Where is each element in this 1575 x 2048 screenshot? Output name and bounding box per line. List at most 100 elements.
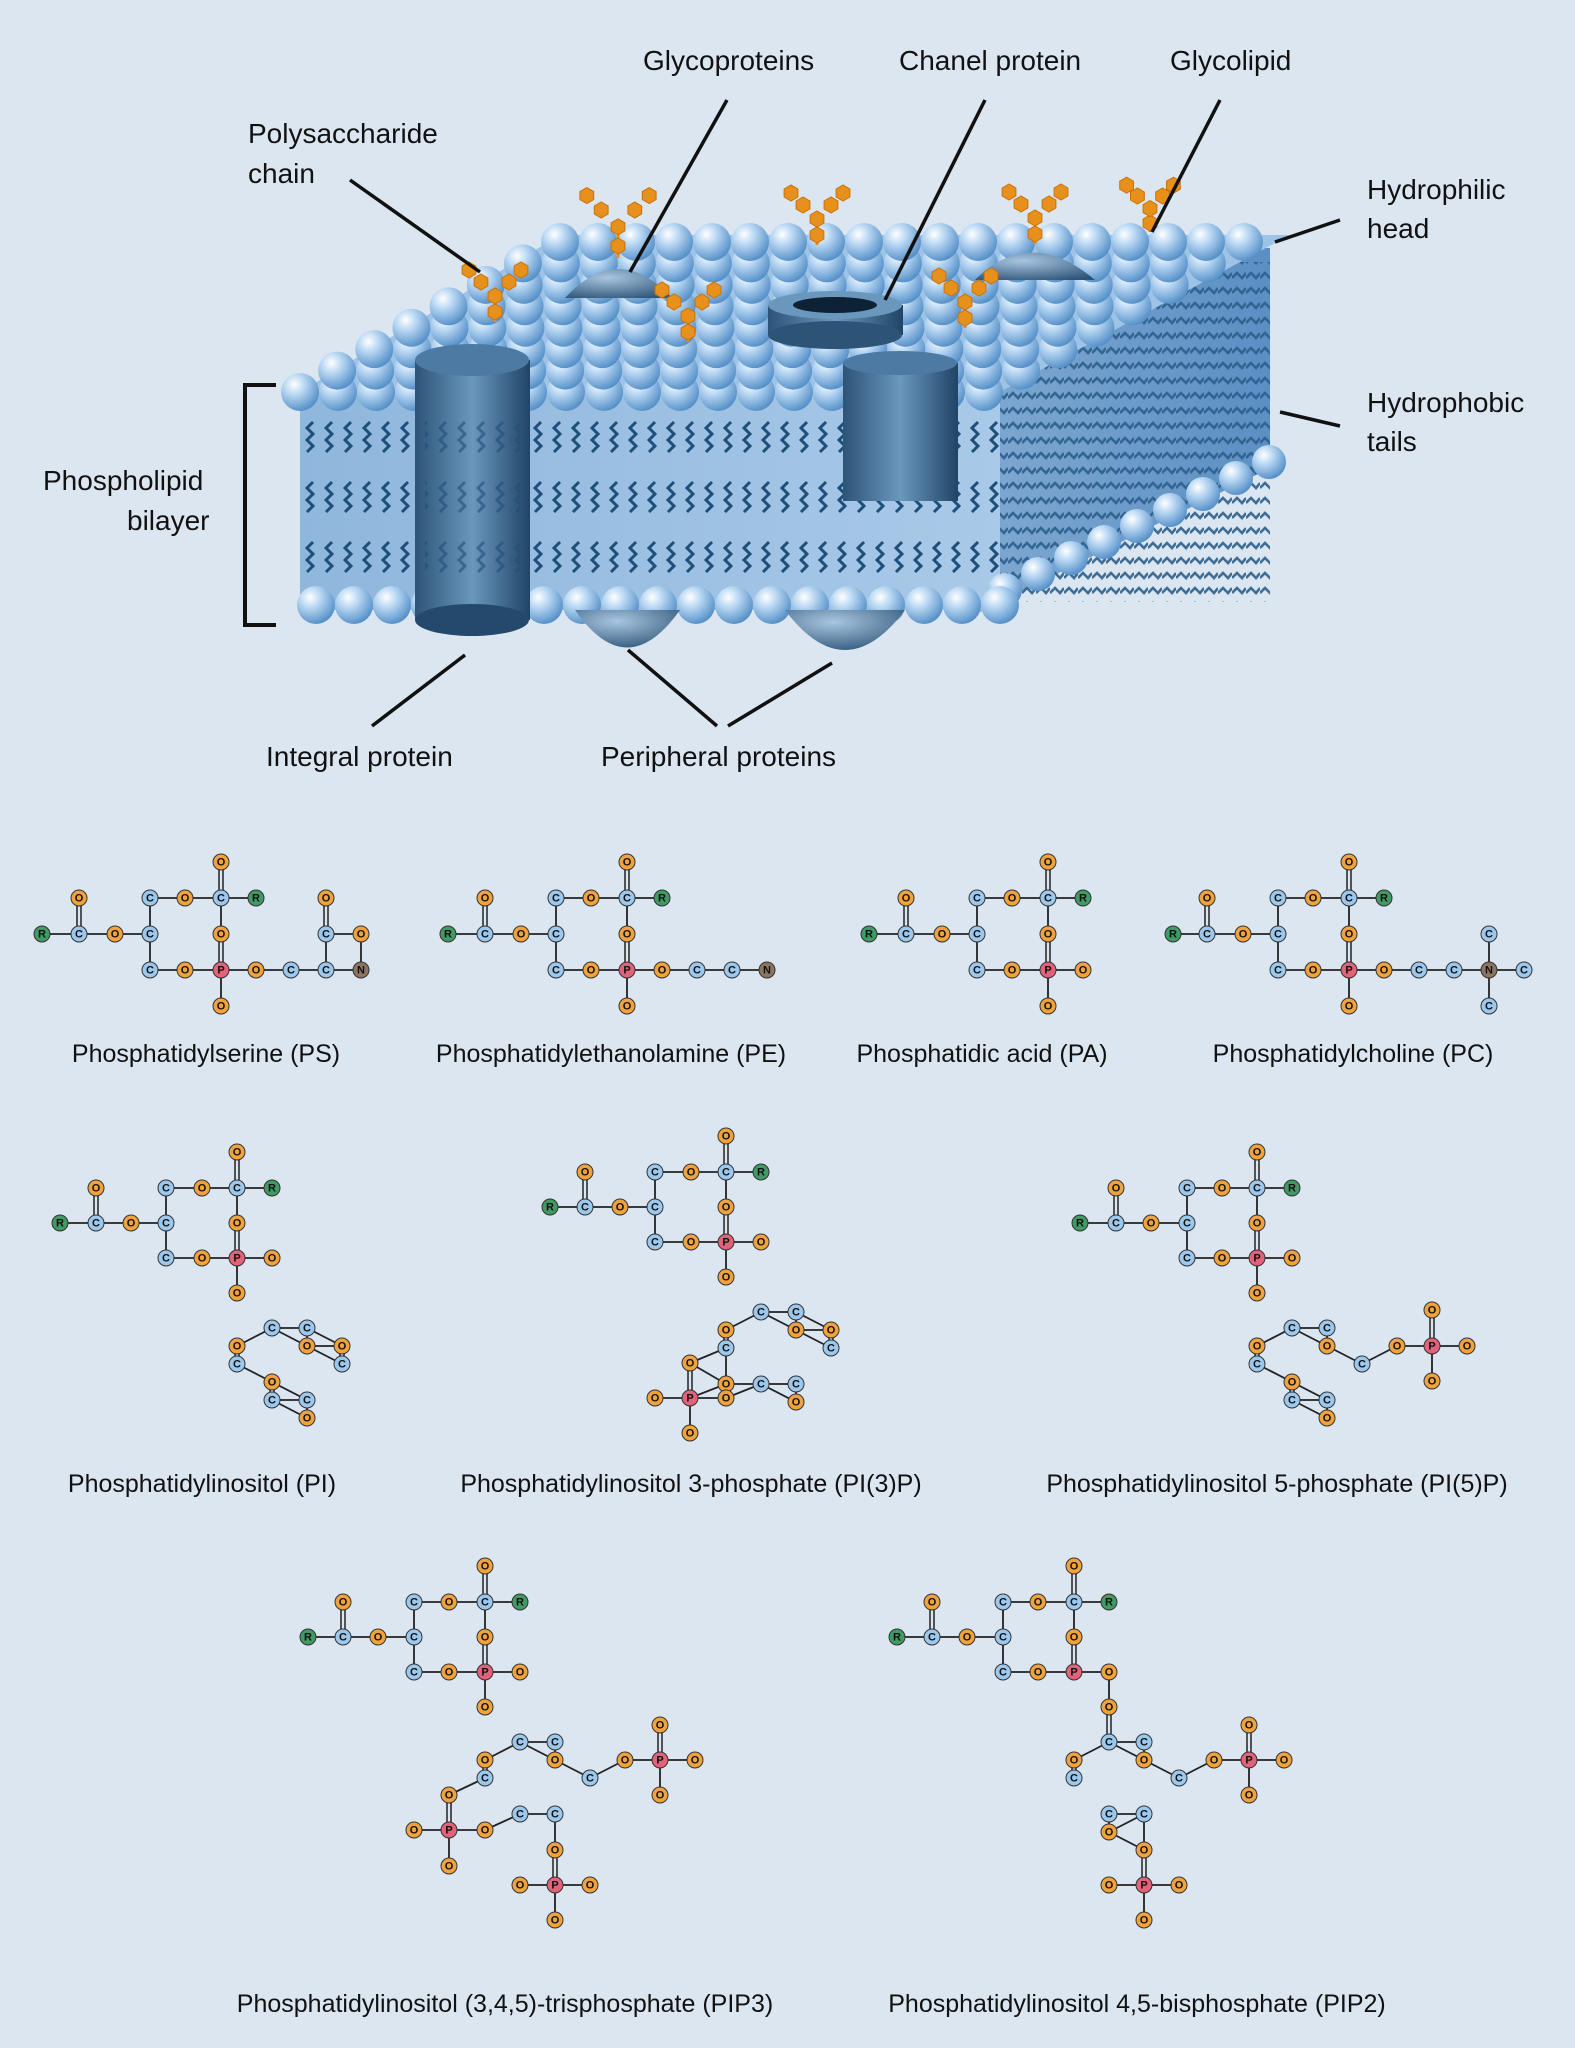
atom-P <box>618 961 636 979</box>
tail-region-lower <box>300 495 1000 595</box>
atom-C <box>317 925 335 943</box>
atom-symbol: O <box>1034 1667 1043 1679</box>
phospholipid-head <box>281 373 319 411</box>
atom-C <box>822 1339 840 1357</box>
atom-O <box>228 1337 246 1355</box>
atom-symbol: O <box>623 1001 632 1013</box>
bilayer-bracket <box>243 383 276 627</box>
peripheral-protein-right <box>785 610 905 650</box>
atom-O <box>717 1127 735 1145</box>
atom-symbol: O <box>516 1667 525 1679</box>
atom-symbol: C <box>1358 1359 1366 1371</box>
atom-symbol: C <box>973 929 981 941</box>
atom-C <box>1039 889 1057 907</box>
atom-O <box>1283 1249 1301 1267</box>
atom-symbol: O <box>1253 1341 1262 1353</box>
atom-symbol: O <box>687 1167 696 1179</box>
atom-symbol: C <box>1070 1773 1078 1785</box>
atom-C <box>1318 1319 1336 1337</box>
atom-C <box>1340 889 1358 907</box>
atom-C <box>994 1663 1012 1681</box>
atom-symbol: C <box>1253 1359 1261 1371</box>
atom-symbol: R <box>1288 1183 1296 1195</box>
atom-symbol: O <box>268 1377 277 1389</box>
atom-symbol: O <box>516 1880 525 1892</box>
atom-C <box>298 1319 316 1337</box>
atom-R <box>439 925 457 943</box>
label-hydrophilic-line2: head <box>1367 213 1429 244</box>
atom-R <box>1071 1214 1089 1232</box>
sugar-unit <box>1130 187 1145 205</box>
phospholipid-head <box>392 308 431 347</box>
atom-O <box>1100 1663 1118 1681</box>
atom-O <box>546 1911 564 1929</box>
atom-symbol: C <box>1485 929 1493 941</box>
atom-symbol: C <box>551 1737 559 1749</box>
atom-symbol: O <box>687 1237 696 1249</box>
atom-C <box>405 1663 423 1681</box>
atom-symbol: C <box>552 929 560 941</box>
atom-symbol: C <box>1203 929 1211 941</box>
atom-symbol: C <box>1415 965 1423 977</box>
atom-P <box>1240 1751 1258 1769</box>
atom-O <box>263 1249 281 1267</box>
atom-symbol: O <box>1245 1790 1254 1802</box>
atom-O <box>717 1198 735 1216</box>
side-head-row <box>988 445 1286 607</box>
atom-symbol: C <box>217 893 225 905</box>
atom-P <box>476 1663 494 1681</box>
atom-C <box>333 1355 351 1373</box>
atom-symbol: N <box>763 965 771 977</box>
atom-O <box>717 1389 735 1407</box>
atom-C <box>646 1198 664 1216</box>
atom-O <box>1234 925 1252 943</box>
atom-C <box>212 889 230 907</box>
atom-O <box>717 1321 735 1339</box>
atom-symbol: R <box>38 929 46 941</box>
atom-symbol: O <box>92 1183 101 1195</box>
phospholipid-head <box>943 586 981 624</box>
atom-O <box>1340 997 1358 1015</box>
atom-O <box>1039 925 1057 943</box>
atom-symbol: C <box>999 1597 1007 1609</box>
sugar-unit <box>1142 200 1158 218</box>
atom-O <box>1283 1373 1301 1391</box>
atom-symbol: O <box>1253 1218 1262 1230</box>
phospholipid-head <box>905 586 943 624</box>
atom-O <box>581 1876 599 1894</box>
atom-symbol: P <box>623 965 630 977</box>
atom-R <box>299 1628 317 1646</box>
atom-symbol: C <box>722 1167 730 1179</box>
atom-C <box>70 925 88 943</box>
atom-symbol: C <box>146 929 154 941</box>
sugar-unit <box>579 187 595 205</box>
sugar-unit <box>1027 225 1043 243</box>
atom-symbol: O <box>233 1147 242 1159</box>
atom-C <box>1353 1355 1371 1373</box>
sugar-unit <box>610 237 626 255</box>
atom-symbol: O <box>827 1325 836 1337</box>
sugar-unit <box>680 307 696 325</box>
atom-O <box>511 1876 529 1894</box>
atom-O <box>476 1821 494 1839</box>
atom-symbol: C <box>1274 965 1282 977</box>
atom-symbol: O <box>722 1131 731 1143</box>
atom-symbol: O <box>1239 929 1248 941</box>
atom-P <box>212 961 230 979</box>
atom-symbol: O <box>656 1720 665 1732</box>
atom-C <box>228 1179 246 1197</box>
phospholipid-head <box>1035 223 1073 261</box>
sugar-unit <box>971 279 987 297</box>
phospholipid-head <box>731 223 769 261</box>
atom-symbol: O <box>1140 1845 1149 1857</box>
atom-C <box>787 1375 805 1393</box>
atom-symbol: C <box>338 1359 346 1371</box>
atom-symbol: O <box>1218 1253 1227 1265</box>
atom-symbol: C <box>1183 1218 1191 1230</box>
atom-C <box>1480 925 1498 943</box>
phospholipid-head <box>579 223 617 261</box>
atom-C <box>752 1303 770 1321</box>
atom-symbol: R <box>658 893 666 905</box>
caption-pip2: Phosphatidylinositol 4,5-bisphosphate (P… <box>888 1990 1386 2018</box>
atom-O <box>1458 1337 1476 1355</box>
